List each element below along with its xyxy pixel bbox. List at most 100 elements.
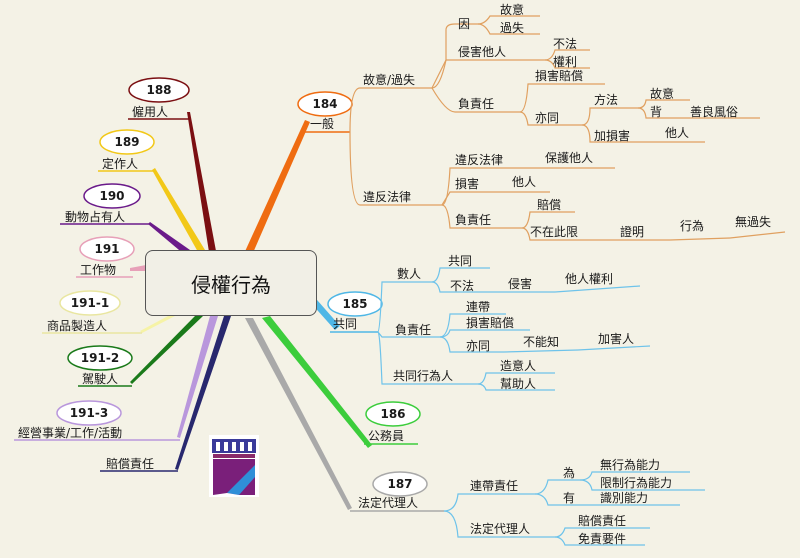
label-187: 法定代理人 [358, 495, 418, 510]
badge-191 [79, 236, 135, 262]
node-coactors: 共同行為人 [393, 369, 453, 383]
node-violate-law: 違反法律 [363, 190, 411, 204]
node-compensate: 賠償 [537, 197, 561, 212]
node-limited-capacity: 限制行為能力 [600, 476, 672, 490]
node-legal-rep: 法定代理人 [470, 521, 530, 536]
branch-191-wedge [130, 265, 146, 271]
node-violate-liability: 負責任 [455, 213, 491, 227]
branch-1911-wedge [140, 316, 175, 333]
node-no-capacity: 無行為能力 [600, 457, 660, 472]
node-189[interactable]: 189 定作人 [98, 129, 155, 172]
badge-191-3-num: 191-3 [70, 406, 108, 420]
node-185[interactable]: 185 共同 [327, 291, 383, 333]
branch-190-wedge [148, 222, 190, 255]
node-method-intent: 故意 [650, 86, 674, 101]
node-cause-negligence: 過失 [500, 20, 524, 35]
node-186[interactable]: 186 公務員 [364, 401, 421, 445]
badge-186-num: 186 [380, 407, 405, 421]
label-191-1: 商品製造人 [47, 318, 107, 333]
node-harm: 損害 [455, 176, 479, 191]
node-joint: 共同 [448, 254, 472, 268]
node-also: 亦同 [535, 110, 559, 125]
node-rep-compensation: 賠償責任 [578, 513, 626, 528]
label-191-3: 經營事業/工作/活動 [18, 426, 122, 440]
label-191: 工作物 [80, 263, 116, 277]
badge-191-2 [67, 345, 133, 371]
badge-190 [83, 183, 141, 209]
node-illegal: 不法 [553, 37, 577, 51]
branch-1913-wedge [177, 316, 218, 438]
node-188[interactable]: 188 僱用人 [128, 77, 190, 120]
branch-187-wedge [245, 318, 352, 510]
node-act: 行為 [680, 219, 704, 233]
node-compensation[interactable]: 賠償責任 [100, 456, 178, 472]
badge-188-num: 188 [146, 83, 171, 97]
node-190[interactable]: 190 動物占有人 [60, 183, 150, 225]
label-191-2: 駕駛人 [82, 372, 118, 386]
node-joint-liability: 連帶責任 [470, 479, 518, 493]
badge-191-2-num: 191-2 [81, 351, 119, 365]
node-is: 為 [563, 466, 575, 480]
label-188: 僱用人 [132, 104, 168, 119]
branch-comp-wedge [175, 316, 231, 470]
label-186: 公務員 [368, 429, 404, 443]
badge-191-1-num: 191-1 [71, 296, 109, 310]
node-against: 背 [650, 105, 662, 119]
node-discernment: 識別能力 [600, 491, 648, 505]
node-harm-others: 他人 [512, 175, 536, 189]
node-fault: 故意/過失 [363, 72, 415, 87]
node-cause: 因 [458, 17, 470, 31]
node-184[interactable]: 184 一般 [297, 91, 353, 133]
badge-186 [365, 401, 421, 427]
node-191-3[interactable]: 191-3 經營事業/工作/活動 [14, 400, 180, 441]
badge-185 [327, 291, 383, 317]
node-not-applicable: 不在此限 [530, 225, 578, 239]
node-perpetrator: 加害人 [598, 331, 634, 346]
label-189: 定作人 [102, 156, 138, 171]
node-joint-several: 連帶 [466, 300, 490, 314]
node-unknown: 不能知 [523, 335, 559, 349]
branch-187-labels: 連帶責任 為 有 無行為能力 限制行為能力 識別能力 法定代理人 賠償責任 免責… [470, 457, 672, 546]
branch-188-wedge [187, 112, 216, 252]
badge-184-num: 184 [312, 97, 337, 111]
branch-187-connectors [443, 471, 705, 546]
branch-185-connectors [377, 267, 651, 391]
badge-189 [99, 129, 155, 155]
central-topic[interactable]: 侵權行為 [145, 250, 317, 316]
badge-185-num: 185 [342, 297, 367, 311]
node-add-damage: 加損害 [594, 128, 630, 143]
label-190: 動物占有人 [65, 209, 125, 224]
label-compensation: 賠償責任 [106, 456, 154, 471]
label-185: 共同 [333, 317, 357, 331]
node-191[interactable]: 191 工作物 [76, 236, 135, 278]
node-violate-law-2: 違反法律 [455, 153, 503, 167]
node-no-fault: 無過失 [735, 214, 771, 229]
node-191-2[interactable]: 191-2 駕駛人 [67, 345, 133, 387]
node-185-infringe: 侵害 [508, 276, 532, 291]
badge-191-3 [56, 400, 122, 426]
node-damages: 損害賠償 [535, 68, 583, 83]
badge-189-num: 189 [114, 135, 139, 149]
node-185-illegal: 不法 [450, 279, 474, 293]
node-method: 方法 [594, 92, 618, 107]
branch-184-wedge [242, 120, 310, 262]
branch-184-labels: 故意/過失 因 故意 過失 侵害他人 不法 權利 負責任 損害賠償 亦同 方法 … [363, 2, 771, 239]
node-infringe-others: 侵害他人 [458, 44, 506, 59]
node-187[interactable]: 187 法定代理人 [350, 471, 444, 512]
node-instigator: 造意人 [500, 358, 536, 373]
badge-188 [128, 77, 190, 103]
badge-191-num: 191 [94, 242, 119, 256]
node-accomplice: 幫助人 [500, 376, 536, 391]
branch-186-wedge [262, 316, 372, 448]
node-several: 數人 [397, 267, 421, 281]
node-prove: 證明 [620, 224, 644, 239]
node-191-1[interactable]: 191-1 商品製造人 [42, 290, 142, 334]
node-185-liability: 負責任 [395, 323, 431, 337]
node-185-also: 亦同 [466, 338, 490, 353]
badge-187 [372, 471, 428, 497]
logo [209, 435, 259, 497]
node-cause-intent: 故意 [500, 2, 524, 17]
node-184-liability: 負責任 [458, 97, 494, 111]
node-others: 他人 [665, 126, 689, 140]
branch-185-wedge [310, 292, 340, 330]
